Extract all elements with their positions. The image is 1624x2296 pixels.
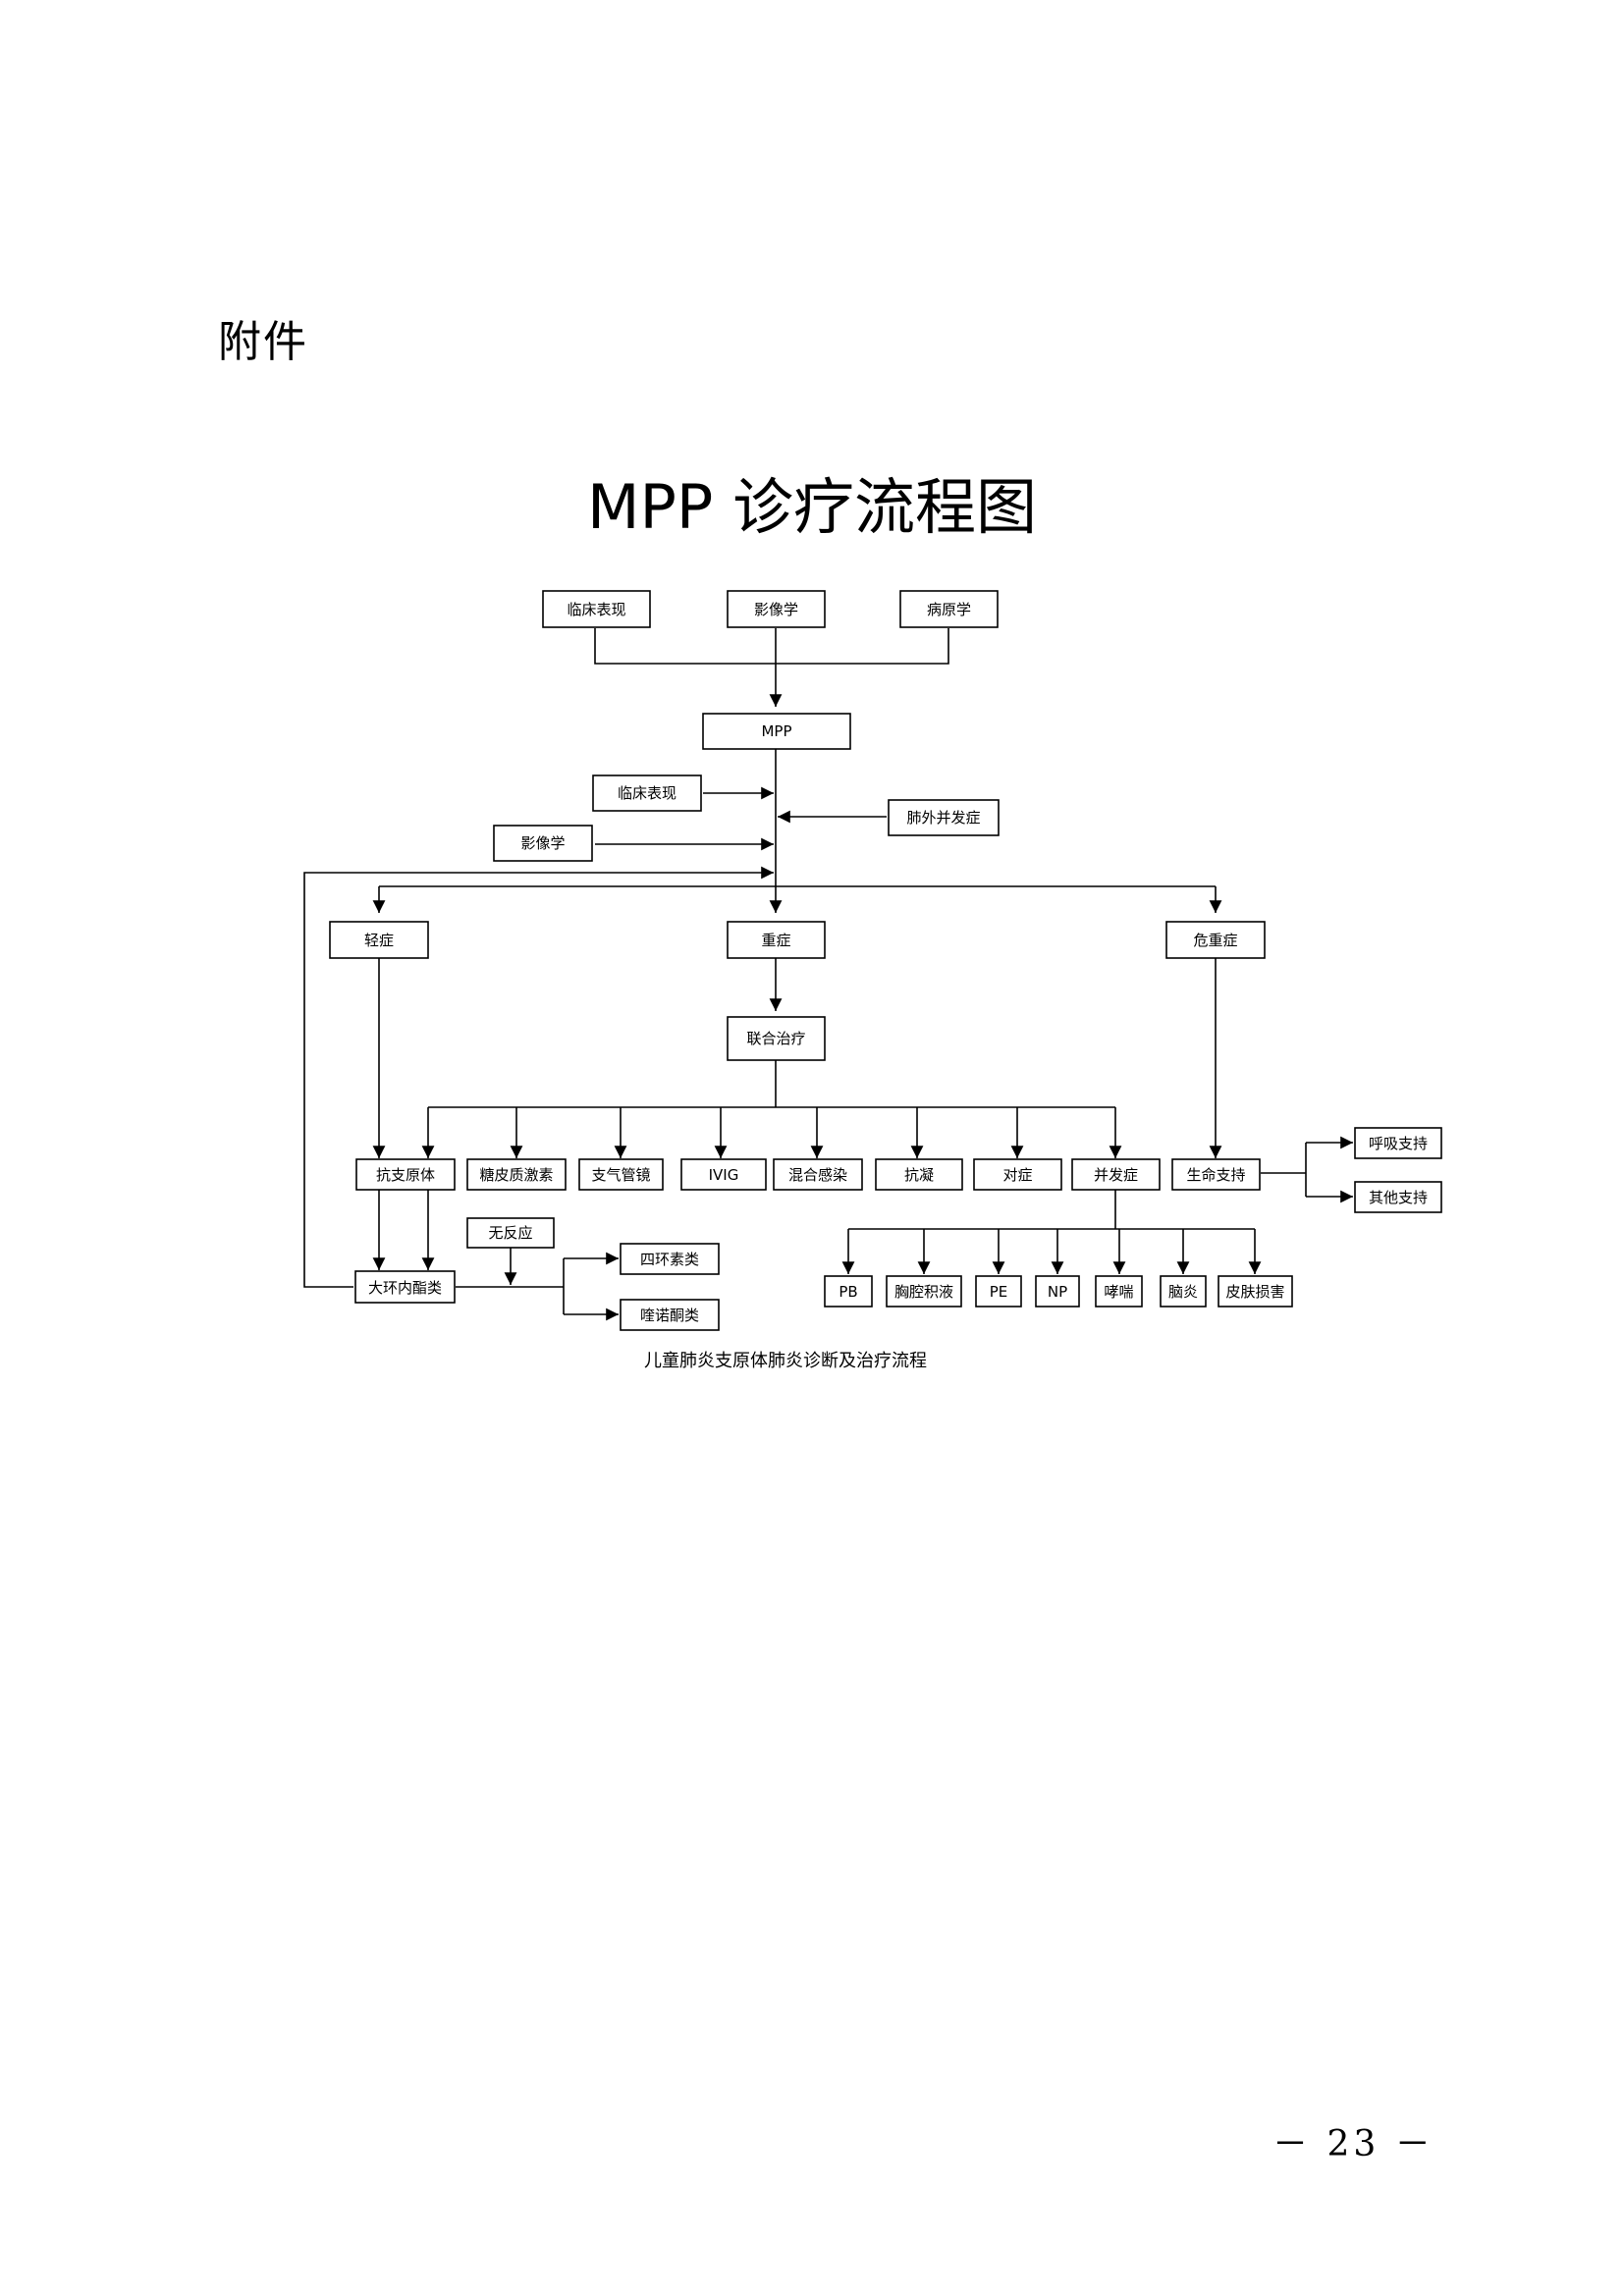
svg-text:对症: 对症 bbox=[1002, 1166, 1032, 1184]
node-extrapulmonary: 肺外并发症 bbox=[888, 799, 1000, 836]
svg-text:MPP: MPP bbox=[761, 722, 791, 740]
node-mixed-infection: 混合感染 bbox=[773, 1158, 863, 1191]
node-bronchoscopy: 支气管镜 bbox=[578, 1158, 664, 1191]
connectors bbox=[303, 628, 1353, 1321]
page-number: － 23 － bbox=[1272, 2124, 1435, 2164]
svg-text:皮肤损害: 皮肤损害 bbox=[1225, 1283, 1284, 1301]
svg-text:PB: PB bbox=[839, 1283, 857, 1301]
node-pathogen: 病原学 bbox=[899, 590, 999, 628]
node-no-response: 无反应 bbox=[466, 1217, 555, 1249]
svg-text:混合感染: 混合感染 bbox=[788, 1166, 847, 1184]
node-steroid: 糖皮质激素 bbox=[466, 1158, 567, 1191]
svg-text:糖皮质激素: 糖皮质激素 bbox=[479, 1166, 553, 1184]
node-life-support: 生命支持 bbox=[1171, 1158, 1261, 1191]
svg-text:临床表现: 临床表现 bbox=[567, 601, 625, 618]
svg-text:重症: 重症 bbox=[761, 932, 790, 949]
node-tetracycline: 四环素类 bbox=[620, 1243, 720, 1275]
svg-text:其他支持: 其他支持 bbox=[1369, 1189, 1428, 1206]
svg-text:脑炎: 脑炎 bbox=[1168, 1283, 1198, 1301]
svg-text:抗凝: 抗凝 bbox=[904, 1166, 934, 1184]
svg-text:NP: NP bbox=[1048, 1283, 1067, 1301]
node-anticoag: 抗凝 bbox=[875, 1158, 963, 1191]
svg-text:无反应: 无反应 bbox=[488, 1224, 532, 1242]
node-ivig: IVIG bbox=[680, 1158, 767, 1191]
node-antimyco: 抗支原体 bbox=[355, 1158, 456, 1191]
node-resp-support: 呼吸支持 bbox=[1354, 1127, 1442, 1159]
node-clinical-top: 临床表现 bbox=[542, 590, 651, 628]
node-wheeze: 哮喘 bbox=[1095, 1275, 1143, 1308]
node-imaging-mid: 影像学 bbox=[493, 825, 593, 862]
svg-text:呼吸支持: 呼吸支持 bbox=[1369, 1135, 1428, 1152]
node-np: NP bbox=[1035, 1275, 1080, 1308]
node-pb: PB bbox=[824, 1275, 873, 1308]
svg-text:轻症: 轻症 bbox=[364, 932, 394, 949]
svg-text:危重症: 危重症 bbox=[1193, 932, 1237, 949]
svg-text:胸腔积液: 胸腔积液 bbox=[894, 1283, 953, 1301]
flowchart: 临床表现 影像学 病原学 MPP 临床表现 肺外并发症 影像学 轻症 重症 危重… bbox=[303, 590, 1442, 1331]
svg-text:支气管镜: 支气管镜 bbox=[591, 1166, 650, 1184]
svg-text:临床表现: 临床表现 bbox=[618, 784, 677, 802]
node-combined: 联合治疗 bbox=[727, 1016, 826, 1061]
node-encephalitis: 脑炎 bbox=[1160, 1275, 1207, 1308]
figure-caption: 儿童肺炎支原体肺炎诊断及治疗流程 bbox=[644, 1351, 927, 1371]
node-clinical-mid: 临床表现 bbox=[592, 774, 702, 812]
svg-text:影像学: 影像学 bbox=[754, 601, 798, 618]
node-severe: 重症 bbox=[727, 921, 826, 959]
svg-text:并发症: 并发症 bbox=[1094, 1166, 1138, 1184]
svg-text:病原学: 病原学 bbox=[927, 601, 971, 618]
svg-text:PE: PE bbox=[990, 1283, 1008, 1301]
svg-text:联合治疗: 联合治疗 bbox=[746, 1030, 805, 1047]
attachment-label: 附件 bbox=[218, 317, 308, 367]
svg-text:影像学: 影像学 bbox=[520, 834, 565, 852]
node-macrolide: 大环内酯类 bbox=[354, 1270, 456, 1304]
node-pe: PE bbox=[975, 1275, 1022, 1308]
node-effusion: 胸腔积液 bbox=[886, 1275, 962, 1308]
svg-text:IVIG: IVIG bbox=[709, 1166, 739, 1184]
node-critical: 危重症 bbox=[1165, 921, 1266, 959]
svg-text:四环素类: 四环素类 bbox=[640, 1251, 699, 1268]
node-imaging-top: 影像学 bbox=[727, 590, 826, 628]
node-skin: 皮肤损害 bbox=[1218, 1275, 1293, 1308]
node-other-support: 其他支持 bbox=[1354, 1181, 1442, 1213]
svg-text:肺外并发症: 肺外并发症 bbox=[906, 809, 980, 827]
svg-text:抗支原体: 抗支原体 bbox=[376, 1166, 435, 1184]
svg-text:哮喘: 哮喘 bbox=[1104, 1283, 1133, 1301]
node-quinolone: 喹诺酮类 bbox=[620, 1299, 720, 1331]
node-mpp: MPP bbox=[702, 713, 851, 750]
svg-text:喹诺酮类: 喹诺酮类 bbox=[640, 1307, 699, 1324]
node-mild: 轻症 bbox=[329, 921, 429, 959]
svg-text:大环内酯类: 大环内酯类 bbox=[368, 1279, 442, 1297]
svg-text:生命支持: 生命支持 bbox=[1186, 1166, 1245, 1184]
page-title: MPP 诊疗流程图 bbox=[587, 471, 1037, 543]
node-complications: 并发症 bbox=[1071, 1158, 1161, 1191]
node-symptomatic: 对症 bbox=[973, 1158, 1062, 1191]
